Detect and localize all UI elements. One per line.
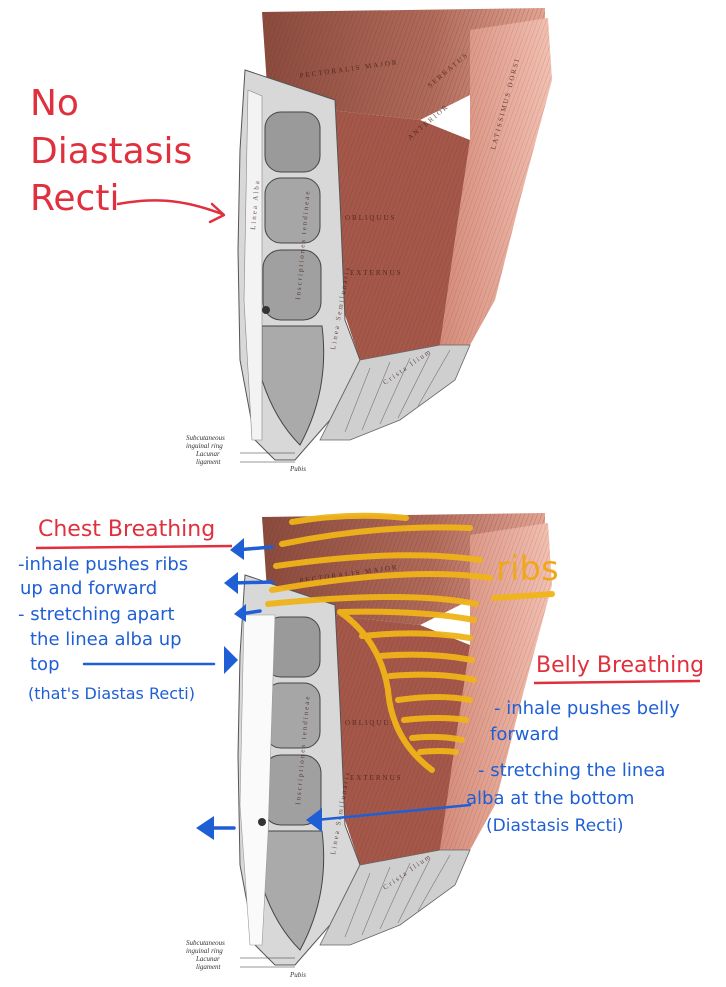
belly-line-4: alba at the bottom xyxy=(466,790,634,809)
title-no: No xyxy=(30,85,79,123)
belly-breathing-heading: Belly Breathing xyxy=(536,654,704,677)
title-recti: Recti xyxy=(30,180,119,218)
chest-line-5: top xyxy=(30,656,60,675)
ribs-label: ribs xyxy=(496,552,559,588)
label-ligament-bottom: ligament xyxy=(196,964,221,971)
red-arrow-top xyxy=(118,200,222,214)
belly-line-1: - inhale pushes belly xyxy=(494,700,680,719)
svg-text:EXTERNUS: EXTERNUS xyxy=(350,269,403,277)
chest-line-1: -inhale pushes ribs xyxy=(18,556,188,575)
belly-line-2: forward xyxy=(490,726,559,745)
chest-breathing-heading: Chest Breathing xyxy=(38,518,215,541)
label-ligament-top: ligament xyxy=(196,459,221,466)
chest-line-4: the linea alba up xyxy=(30,631,182,650)
belly-line-3: - stretching the linea xyxy=(478,762,665,781)
chest-line-2: up and forward xyxy=(20,580,157,599)
svg-text:OBLIQUUS: OBLIQUUS xyxy=(345,214,396,222)
chest-heading-underline xyxy=(36,546,232,548)
label-pubis-bottom: Pubis xyxy=(290,972,306,979)
chest-line-6: (that's Diastas Recti) xyxy=(28,686,195,703)
label-pubis-top: Pubis xyxy=(290,466,306,473)
belly-heading-underline xyxy=(534,681,700,683)
belly-line-5: (Diastasis Recti) xyxy=(486,818,624,836)
top-anatomy: PECTORALIS MAJOR SERRATUS ANTERIOR LATIS… xyxy=(238,8,552,462)
svg-text:EXTERNUS: EXTERNUS xyxy=(350,774,403,782)
chest-line-3: - stretching apart xyxy=(18,606,175,625)
svg-text:OBLIQUUS: OBLIQUUS xyxy=(345,719,396,727)
title-diastasis: Diastasis xyxy=(30,133,192,171)
